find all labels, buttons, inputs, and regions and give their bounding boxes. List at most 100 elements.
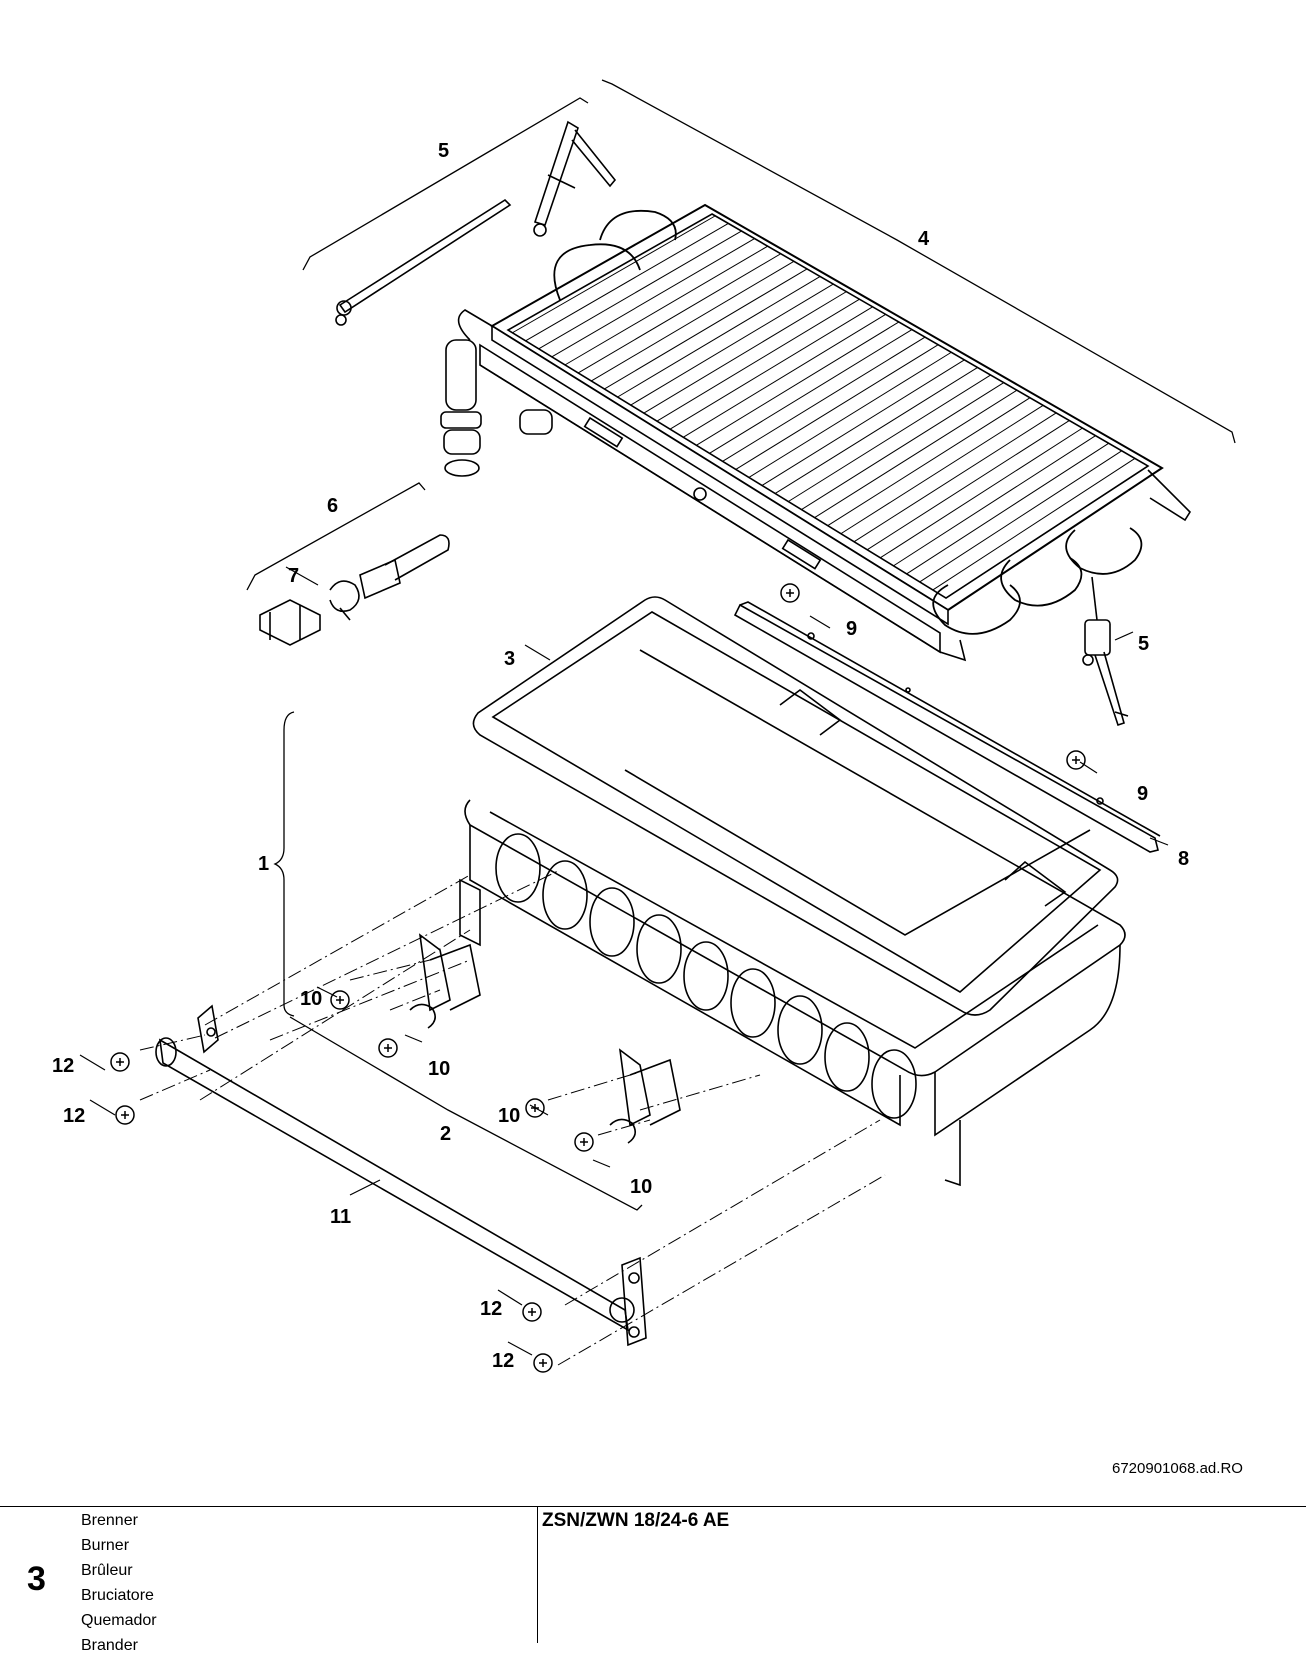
callout-7: 7 [288,565,299,587]
fin-line [524,223,729,342]
burner-ports [495,833,917,1119]
callout-12-d: 12 [492,1350,514,1372]
burner-port [777,995,823,1065]
fin-line [656,298,860,422]
callout-8: 8 [1178,848,1189,870]
fin-line [748,351,952,478]
gas-rail [155,1004,647,1347]
fin-line [919,450,1123,583]
drawing-reference-id: 6720901068.ad.RO [1112,1460,1243,1477]
callout-4: 4 [918,228,930,250]
fin-line [551,238,755,358]
screw-cross [580,1138,588,1146]
electrode-top [335,120,617,326]
group-number: 3 [27,1560,46,1598]
fin-line [643,291,847,414]
fin-line [709,329,913,454]
callout-9-upper: 9 [846,618,857,640]
fin-line [814,389,1018,519]
callout-11: 11 [330,1206,351,1228]
bracket-4 [601,79,1236,444]
fin-line [827,397,1031,527]
model-designation: ZSN/ZWN 18/24-6 AE [542,1510,730,1531]
fin-line [735,344,939,470]
name-fr: Brûleur [81,1562,133,1579]
screws [110,583,1086,1373]
burner-port [871,1049,917,1119]
fin-line [695,321,899,446]
callout-10-d: 10 [630,1176,652,1198]
heat-exchanger [440,203,1192,662]
electrode-right [1082,576,1129,727]
burner-frame-gasket [472,596,1119,1016]
callout-3: 3 [504,648,515,670]
footer-panel [0,1506,1306,1644]
heat-exchanger-fins [511,215,1149,599]
fin-line [774,367,978,495]
fin-line [669,306,873,430]
fin-line [577,253,781,374]
name-en: Burner [81,1537,130,1554]
callout-6: 6 [327,495,338,517]
burner-port [636,914,682,984]
fin-line [603,268,808,390]
bracket-6 [246,482,426,591]
fin-line [590,261,794,382]
bracket-5-top [302,97,589,271]
burner-port [495,833,541,903]
screw-cross [1072,756,1080,764]
callout-9-lower: 9 [1137,783,1148,805]
burner-port [824,1022,870,1092]
fin-line [564,245,768,366]
fin-line [879,427,1083,559]
footer-divider [537,1506,538,1643]
part-group-names: Brenner Burner Brûleur Bruciatore Quemad… [81,1508,157,1658]
fin-line [616,276,821,398]
callout-12-b: 12 [63,1105,85,1127]
fin-line [787,374,991,503]
fin-line [853,412,1057,543]
callout-5-top: 5 [438,140,449,162]
callout-5-right: 5 [1138,633,1149,655]
screw-cross [336,996,344,1004]
callout-10-b: 10 [428,1058,450,1080]
burner-body [459,649,1126,1187]
fin-line [761,359,965,487]
callout-1: 1 [258,853,269,875]
bracket-1 [273,711,295,1017]
screw-cross [539,1359,547,1367]
fin-line [906,442,1109,575]
exploded-parts-diagram: 1 2 3 4 5 5 6 7 8 9 9 10 10 10 10 11 12 … [52,79,1236,1373]
fin-line [722,336,926,462]
name-de: Brenner [81,1512,138,1529]
screw-cross [116,1058,124,1066]
fin-line [630,283,834,406]
screw-cross [786,589,794,597]
screw-cross [528,1308,536,1316]
fin-line [893,435,1096,567]
fin-line [538,230,742,350]
burner-port [542,860,588,930]
fin-line [511,215,716,334]
electrode-parts-6-7 [259,534,450,646]
bracket-2 [289,1016,643,1211]
burner-port [683,941,729,1011]
callout-12-c: 12 [480,1298,502,1320]
callout-12-a: 12 [52,1055,74,1077]
burner-port [589,887,635,957]
name-nl: Brander [81,1637,138,1654]
screw-cross [121,1111,129,1119]
fin-line [945,465,1149,599]
cover-strip [733,601,1161,853]
fin-line [682,314,886,438]
group-brackets [246,79,1236,1211]
callout-2: 2 [440,1123,451,1145]
callout-10-a: 10 [300,988,322,1010]
retaining-clips [409,933,681,1144]
callout-10-c: 10 [498,1105,520,1127]
leader-lines [79,566,1169,1356]
fin-line [866,420,1070,551]
screw-cross [384,1044,392,1052]
fin-line [801,382,1004,511]
burner-port [730,968,776,1038]
